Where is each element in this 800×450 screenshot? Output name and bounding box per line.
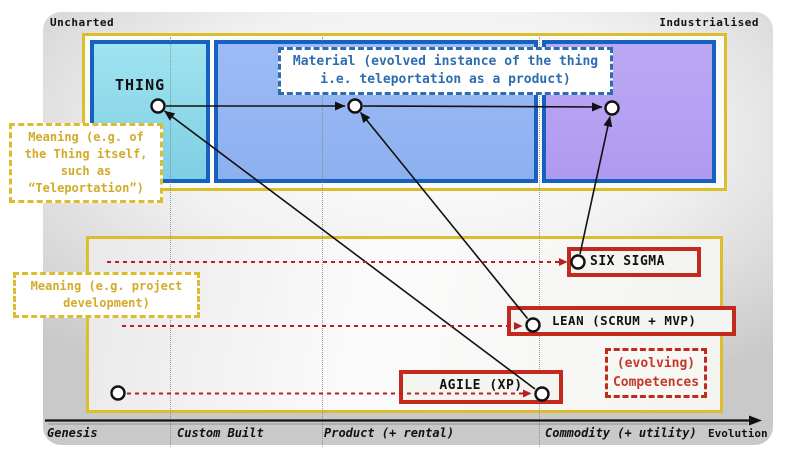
- agile-box: AGILE (XP): [399, 370, 563, 404]
- industrialised-label: Industrialised: [659, 16, 759, 29]
- meaning-thing-line: such as: [60, 164, 112, 178]
- meaning-thing-line: Meaning (e.g. of: [28, 130, 144, 144]
- axis-stage-product: Product (+ rental): [324, 426, 455, 440]
- material-callout-line: Material (evolved instance of the thing: [292, 54, 599, 69]
- meaning-thing-callout: Meaning (e.g. of the Thing itself, such …: [9, 123, 163, 203]
- six-sigma-label: SIX SIGMA: [590, 254, 665, 269]
- lean-label: LEAN (SCRUM + MVP): [552, 313, 697, 328]
- competences-line: (evolving): [616, 356, 696, 371]
- meaning-thing-line: the Thing itself,: [24, 147, 148, 161]
- agile-label: AGILE (XP): [439, 378, 523, 393]
- competences-line: Competences: [612, 375, 700, 390]
- axis-stage-genesis: Genesis: [47, 426, 98, 440]
- meaning-project-line: development): [63, 296, 150, 310]
- axis-stage-custom-built: Custom Built: [177, 426, 264, 440]
- thing-label: THING: [115, 76, 166, 94]
- axis-stage-commodity: Commodity (+ utility): [545, 426, 697, 440]
- evolving-competences-callout: (evolving) Competences: [605, 348, 707, 398]
- meaning-project-line: Meaning (e.g. project: [30, 279, 183, 293]
- meaning-thing-line: “Teleportation”): [28, 181, 144, 195]
- material-callout: Material (evolved instance of the thing …: [278, 47, 613, 95]
- gridline-genesis-custom: [170, 37, 171, 447]
- gridline-product-commodity: [539, 37, 540, 447]
- meaning-project-callout: Meaning (e.g. project development): [13, 272, 200, 318]
- six-sigma-box: SIX SIGMA: [567, 247, 701, 277]
- axis-evolution-label: Evolution: [708, 427, 768, 440]
- material-callout-line: i.e. teleportation as a product): [320, 72, 571, 87]
- lean-box: LEAN (SCRUM + MVP): [507, 306, 736, 336]
- gridline-custom-product: [322, 37, 323, 447]
- uncharted-label: Uncharted: [50, 16, 115, 29]
